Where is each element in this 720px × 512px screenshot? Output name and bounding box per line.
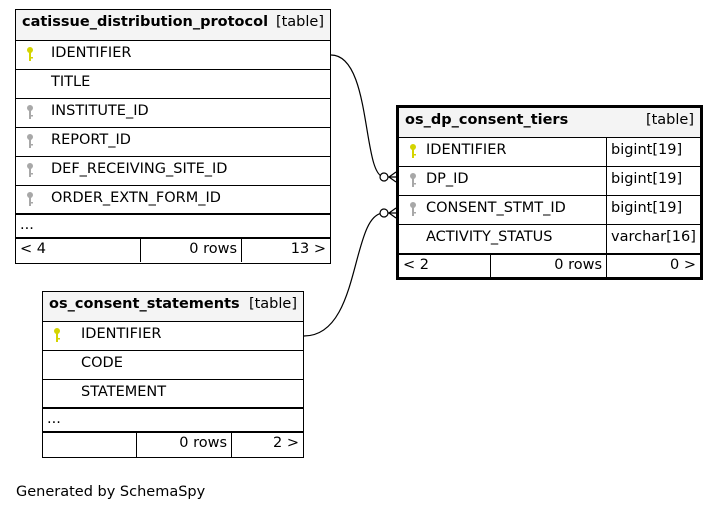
- key-icon: [27, 47, 33, 61]
- row-count: 0 rows: [140, 239, 241, 262]
- column-name: DP_ID: [426, 171, 469, 187]
- table-row[interactable]: DP_ID bigint[19]: [399, 167, 700, 196]
- more-columns-row[interactable]: ...: [43, 409, 303, 432]
- table-row[interactable]: CODE: [43, 351, 303, 380]
- relationship-dp-id: [330, 54, 396, 178]
- key-icon: [54, 328, 60, 342]
- table-row[interactable]: ORDER_EXTN_FORM_ID: [16, 186, 330, 215]
- column-name: CODE: [81, 355, 123, 371]
- table-name: os_consent_statements: [49, 296, 240, 312]
- parents-count[interactable]: < 4: [20, 241, 46, 257]
- column-name: DEF_RECEIVING_SITE_ID: [51, 161, 228, 177]
- children-count[interactable]: 0 >: [606, 255, 700, 278]
- column-name: IDENTIFIER: [51, 45, 132, 61]
- column-name: STATEMENT: [81, 384, 167, 400]
- column-name: ORDER_EXTN_FORM_ID: [51, 190, 221, 206]
- table-header[interactable]: os_dp_consent_tiers [table]: [399, 108, 700, 138]
- children-count[interactable]: 2 >: [231, 433, 303, 457]
- column-name: INSTITUTE_ID: [51, 103, 149, 119]
- column-type: bigint[19]: [606, 138, 700, 166]
- relationship-consent-stmt-id-crowsfoot: [388, 207, 397, 219]
- column-type: bigint[19]: [606, 167, 700, 195]
- key-icon: [27, 105, 33, 119]
- more-columns-row[interactable]: ...: [16, 215, 330, 238]
- column-name: ACTIVITY_STATUS: [426, 229, 553, 245]
- generated-by-label: Generated by SchemaSpy: [16, 484, 206, 500]
- table-footer: 0 rows 2 >: [43, 432, 303, 457]
- table-distribution-protocol[interactable]: catissue_distribution_protocol [table] I…: [15, 9, 331, 264]
- table-consent-statements[interactable]: os_consent_statements [table] IDENTIFIER…: [42, 291, 304, 458]
- table-row[interactable]: IDENTIFIER: [43, 322, 303, 351]
- column-name: IDENTIFIER: [81, 326, 162, 342]
- column-name: CONSENT_STMT_ID: [426, 200, 566, 216]
- table-row[interactable]: CONSENT_STMT_ID bigint[19]: [399, 196, 700, 225]
- key-icon: [410, 202, 416, 216]
- relationship-consent-stmt-id: [303, 212, 396, 337]
- table-row[interactable]: INSTITUTE_ID: [16, 99, 330, 128]
- key-icon: [27, 192, 33, 206]
- table-name: os_dp_consent_tiers: [405, 112, 569, 128]
- parents-count[interactable]: < 2: [403, 257, 429, 273]
- table-name: catissue_distribution_protocol: [22, 14, 269, 30]
- row-count: 0 rows: [490, 255, 606, 278]
- table-row[interactable]: STATEMENT: [43, 380, 303, 409]
- table-header[interactable]: catissue_distribution_protocol [table]: [16, 10, 330, 41]
- column-type: varchar[16]: [606, 225, 700, 253]
- children-count[interactable]: 13 >: [241, 239, 330, 262]
- key-icon: [410, 173, 416, 187]
- table-kind: [table]: [248, 296, 297, 312]
- key-icon: [27, 134, 33, 148]
- key-icon: [410, 144, 416, 158]
- table-row[interactable]: IDENTIFIER bigint[19]: [399, 138, 700, 167]
- table-consent-tiers[interactable]: os_dp_consent_tiers [table] IDENTIFIER b…: [396, 105, 703, 280]
- table-kind: [table]: [645, 112, 694, 128]
- column-name: TITLE: [51, 74, 91, 90]
- table-row[interactable]: IDENTIFIER: [16, 41, 330, 70]
- table-kind: [table]: [275, 14, 324, 30]
- table-row[interactable]: TITLE: [16, 70, 330, 99]
- relationship-consent-stmt-id-optional-marker: [379, 208, 389, 218]
- relationship-dp-id-crowsfoot: [388, 171, 397, 183]
- column-name: REPORT_ID: [51, 132, 131, 148]
- relationship-dp-id-optional-marker: [379, 172, 389, 182]
- more-columns-ellipsis: ...: [20, 217, 34, 233]
- table-footer: < 2 0 rows 0 >: [399, 255, 700, 278]
- column-type: bigint[19]: [606, 196, 700, 224]
- table-footer: < 4 0 rows 13 >: [16, 238, 330, 262]
- table-row[interactable]: DEF_RECEIVING_SITE_ID: [16, 157, 330, 186]
- table-header[interactable]: os_consent_statements [table]: [43, 292, 303, 322]
- column-name: IDENTIFIER: [426, 142, 507, 158]
- row-count: 0 rows: [136, 433, 231, 457]
- table-row[interactable]: REPORT_ID: [16, 128, 330, 157]
- more-columns-ellipsis: ...: [47, 411, 61, 427]
- table-row[interactable]: ACTIVITY_STATUS varchar[16]: [399, 225, 700, 255]
- key-icon: [27, 163, 33, 177]
